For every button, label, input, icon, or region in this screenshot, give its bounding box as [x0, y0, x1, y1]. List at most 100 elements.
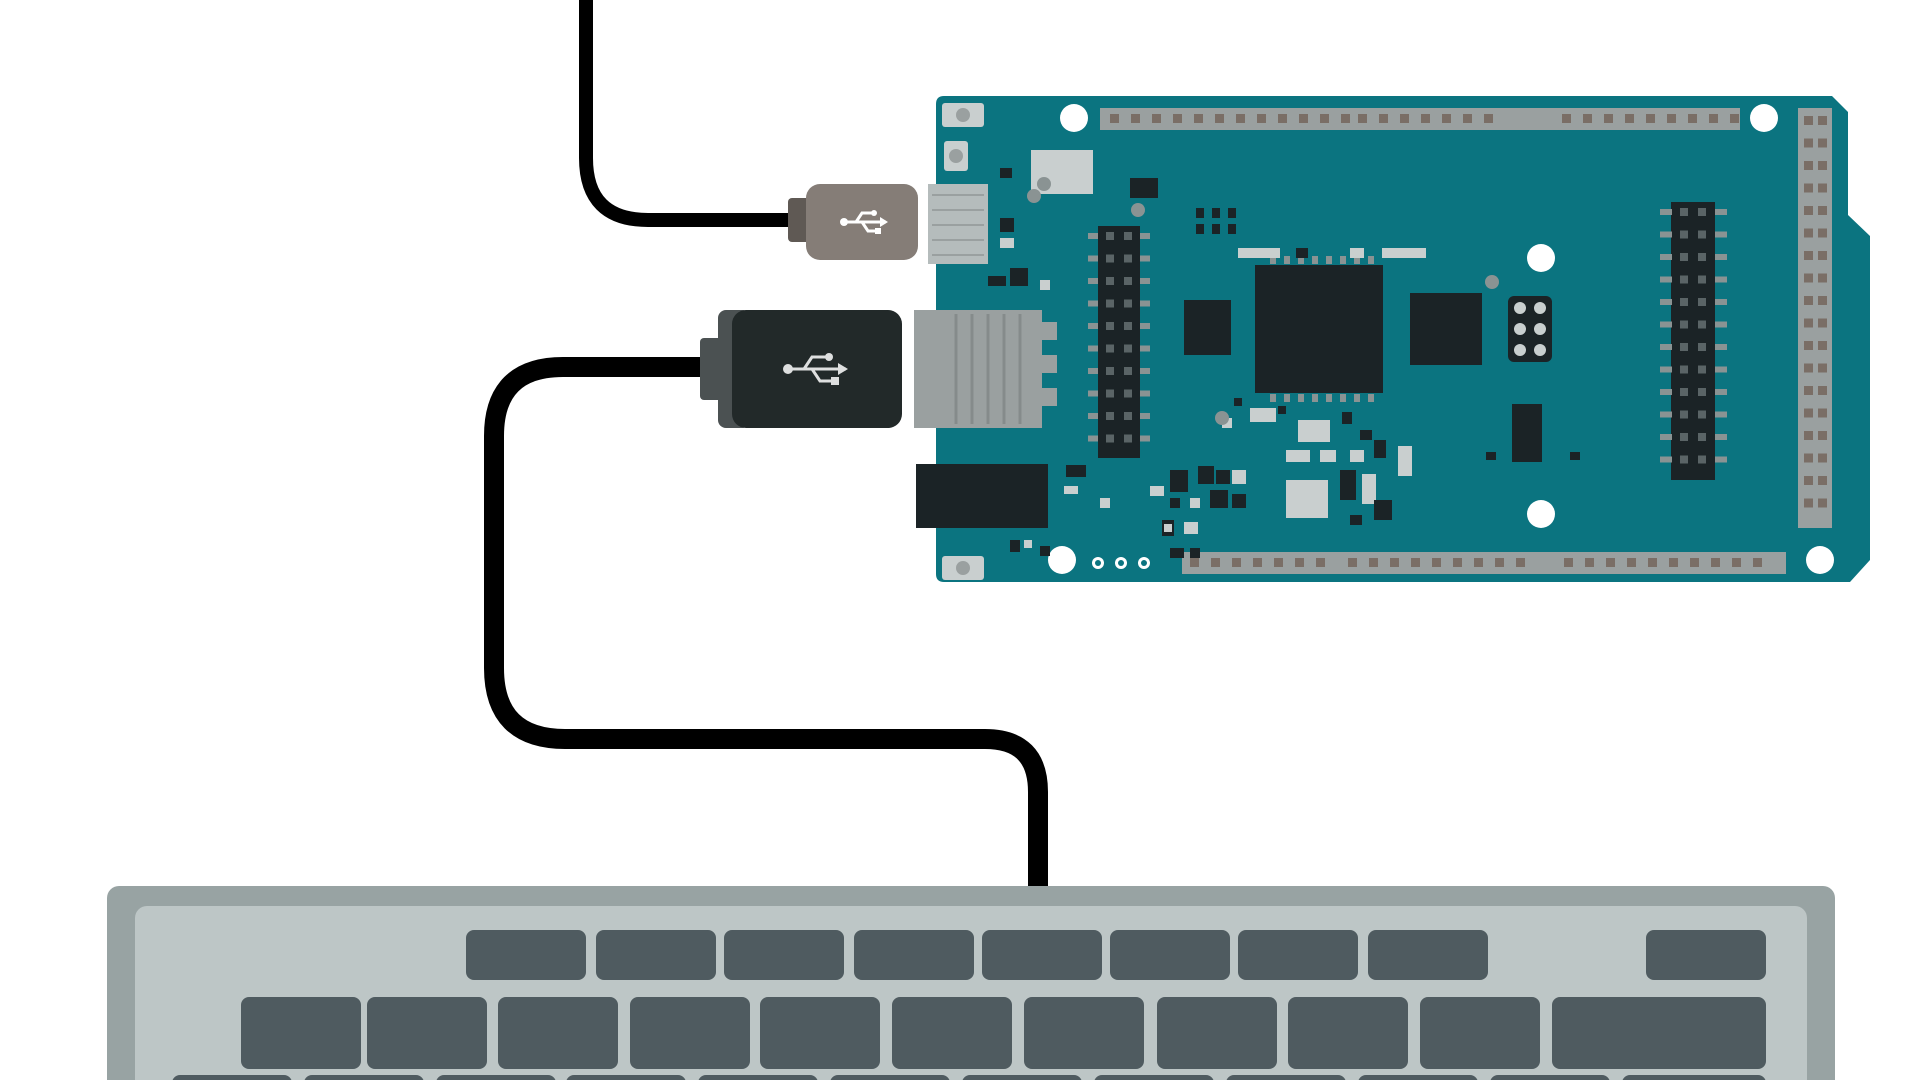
smd-component — [1000, 238, 1014, 248]
header-leg — [1660, 389, 1672, 395]
header-pin — [1732, 558, 1741, 567]
smd-component — [1250, 408, 1276, 422]
chip-leg — [1340, 256, 1346, 264]
header-pin — [1400, 114, 1409, 123]
keyboard-key — [1226, 1075, 1346, 1080]
smd-component — [1362, 474, 1376, 504]
header-pin — [1106, 344, 1114, 353]
header-leg — [1660, 411, 1672, 418]
keyboard-key — [1552, 997, 1766, 1069]
header-pin — [1564, 558, 1573, 567]
smd-component — [1232, 470, 1246, 484]
small-chip — [1184, 300, 1231, 355]
header-pin — [1804, 296, 1813, 305]
chip-leg — [1270, 394, 1276, 402]
header-leg — [1660, 254, 1672, 260]
smd-component — [1210, 490, 1228, 508]
smd-component — [1000, 168, 1012, 178]
header-pin — [1698, 433, 1706, 441]
header-pin — [1131, 114, 1140, 123]
smd-component — [1228, 224, 1236, 234]
header-pin — [1124, 412, 1132, 420]
header-pin — [1804, 138, 1813, 148]
test-point — [1131, 203, 1145, 217]
icsp-pin — [1534, 344, 1546, 356]
header-pin — [1358, 114, 1367, 123]
mounting-hole — [1750, 104, 1778, 132]
header-leg — [1660, 321, 1672, 328]
header-pin — [1804, 363, 1813, 373]
arduino-board — [914, 96, 1870, 582]
header-leg — [1140, 300, 1150, 307]
secondary-chip — [1410, 293, 1482, 365]
smd-component — [1064, 486, 1078, 494]
header-pin — [1106, 389, 1114, 398]
chip-leg — [1284, 256, 1290, 264]
header-leg — [1140, 278, 1150, 284]
smd-component — [1040, 280, 1050, 290]
smd-component — [1010, 268, 1028, 286]
header-pin — [1173, 114, 1182, 123]
smd-component — [988, 276, 1006, 286]
smd-component — [1350, 450, 1364, 462]
smd-component — [1234, 398, 1242, 406]
keyboard-key — [304, 1075, 424, 1080]
right-header-strip — [1798, 108, 1832, 528]
icsp-pin — [1534, 302, 1546, 314]
chip-leg — [1284, 394, 1290, 402]
header-pin — [1124, 277, 1132, 285]
header-pin — [1421, 114, 1430, 123]
usb-a-plug — [700, 310, 902, 428]
header-leg — [1660, 344, 1672, 350]
header-pin — [1818, 318, 1827, 328]
chip-leg — [1340, 394, 1346, 402]
header-leg — [1660, 209, 1672, 215]
pcb — [936, 96, 1870, 582]
bottom-header-strip — [1182, 552, 1786, 574]
header-pin — [1698, 388, 1706, 396]
smd-component — [1486, 452, 1496, 460]
chip-leg — [1326, 256, 1332, 264]
top-header-pins — [1110, 114, 1739, 123]
smd-component — [1382, 248, 1426, 258]
header-pin — [1818, 498, 1827, 508]
header-pin — [1124, 254, 1132, 263]
header-pin — [1648, 558, 1657, 567]
header-pin — [1124, 232, 1132, 240]
smd-component — [1278, 406, 1286, 414]
smd-component — [1340, 470, 1356, 500]
smd-component — [1222, 418, 1232, 428]
header-leg — [1660, 434, 1672, 440]
keyboard-key — [498, 997, 618, 1069]
keyboard-key — [466, 930, 586, 980]
keyboard-key — [1646, 930, 1766, 980]
header-pin — [1698, 253, 1706, 261]
header-pin — [1680, 433, 1688, 441]
header-pin — [1818, 408, 1827, 418]
smd-component — [1130, 178, 1158, 198]
smd-component — [1228, 208, 1236, 218]
upper-usb-cable — [579, 0, 800, 227]
smd-component — [1170, 470, 1188, 492]
lower-usb-cable — [484, 357, 1048, 900]
header-leg — [1140, 323, 1150, 329]
header-pin — [1730, 114, 1739, 123]
header-pin — [1804, 228, 1813, 238]
chip-leg — [1354, 256, 1360, 264]
keyboard-key — [982, 930, 1102, 980]
smd-component — [1360, 430, 1372, 440]
header-leg — [1140, 345, 1150, 352]
header-pin — [1484, 114, 1493, 123]
header-pin — [1257, 114, 1266, 123]
keyboard-key — [1490, 1075, 1610, 1080]
power-jack — [916, 464, 1048, 528]
keyboard-key — [1288, 997, 1408, 1069]
header-leg — [1088, 413, 1098, 419]
header-pin — [1680, 208, 1688, 216]
keyboard-key — [241, 997, 361, 1069]
keyboard-key — [1420, 997, 1540, 1069]
header-pin — [1152, 114, 1161, 123]
smd-component — [1066, 465, 1086, 477]
header-pin — [1106, 367, 1114, 375]
header-pin — [1804, 273, 1813, 283]
